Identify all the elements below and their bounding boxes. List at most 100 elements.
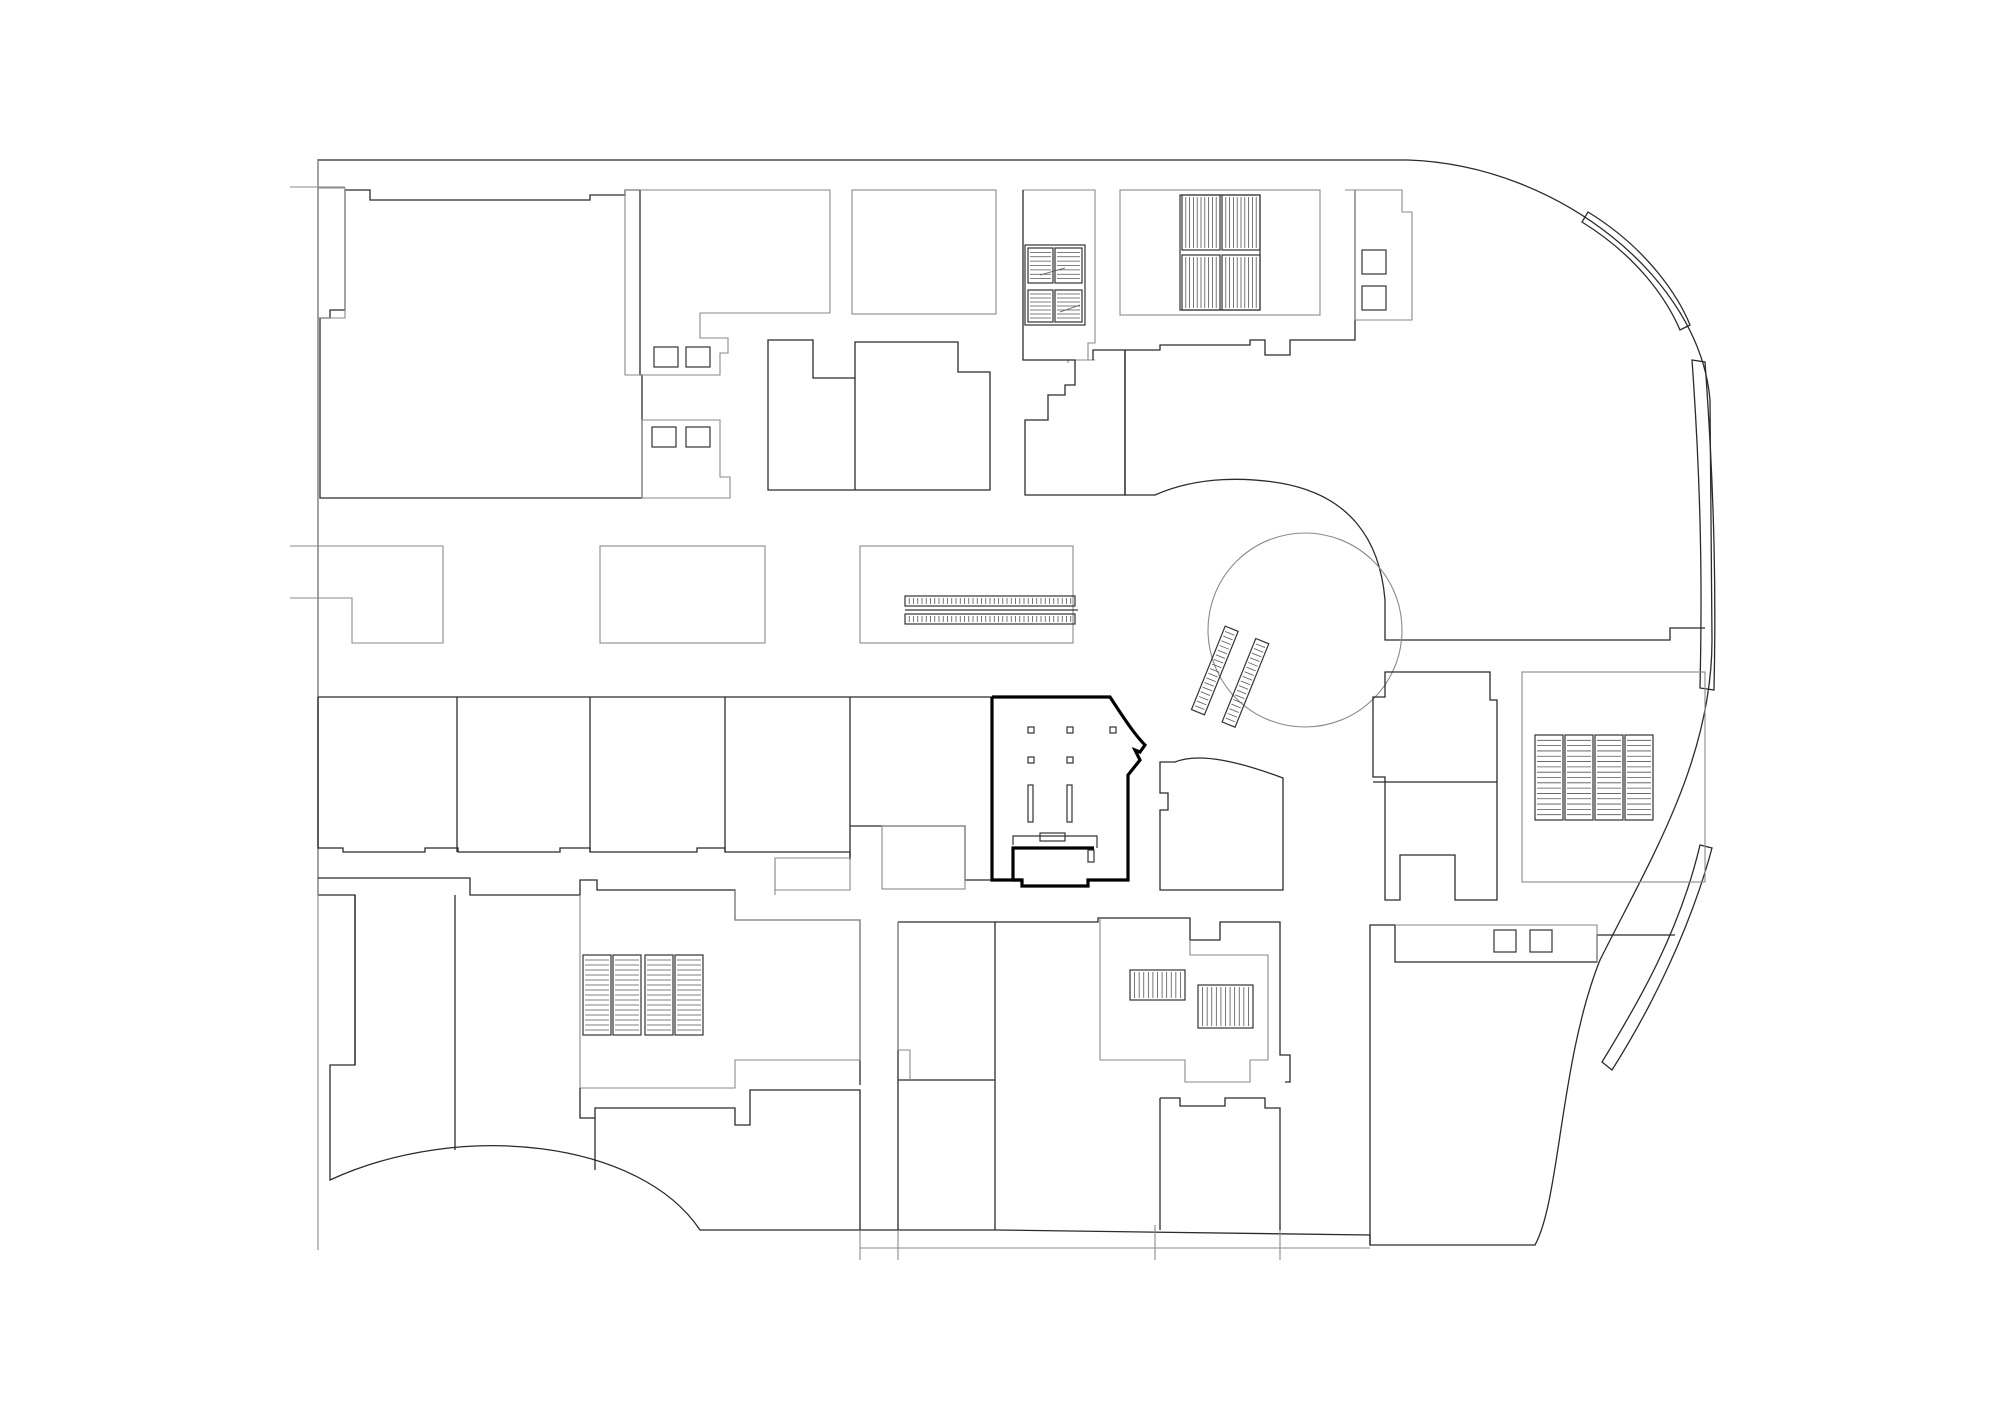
escalator xyxy=(1190,625,1270,728)
stair-tread xyxy=(1242,675,1253,681)
facade-fin xyxy=(1601,844,1713,1071)
stair-flight xyxy=(1564,734,1594,821)
service-core xyxy=(1395,924,1598,962)
stair-flight xyxy=(674,954,704,1036)
shop-unit xyxy=(318,187,346,319)
stair-tread xyxy=(1227,713,1238,718)
stair-core xyxy=(582,954,704,1036)
elevator xyxy=(685,346,711,368)
stair-tread xyxy=(1255,643,1266,649)
elevator xyxy=(685,426,711,448)
stair-flight xyxy=(1054,247,1083,284)
shop-unit xyxy=(995,917,1291,1083)
stair-tread xyxy=(1238,685,1249,690)
service-core xyxy=(897,922,911,1080)
storefront-detail xyxy=(1087,849,1095,863)
shop-unit xyxy=(774,857,851,891)
stair-flight xyxy=(1027,247,1054,284)
shop-unit xyxy=(850,825,992,881)
anchor-store-northwest xyxy=(319,189,643,499)
shop-unit xyxy=(1372,671,1498,901)
stair-core xyxy=(1129,969,1254,1029)
kiosk xyxy=(599,545,766,644)
stair-tread xyxy=(1225,717,1236,723)
stair-tread xyxy=(1206,677,1216,683)
elevator xyxy=(651,426,677,448)
stair-flight xyxy=(1624,734,1654,821)
service-core xyxy=(641,419,731,499)
stair-flight xyxy=(1129,969,1186,1001)
stair-tread xyxy=(1198,696,1209,701)
corridor-wall xyxy=(318,877,861,1085)
stair-tread xyxy=(1219,645,1229,650)
stair-tread xyxy=(1208,672,1218,678)
kiosk xyxy=(290,545,444,644)
shop-row-middle xyxy=(317,697,851,860)
elevator xyxy=(1361,285,1387,311)
stair-tread xyxy=(1244,671,1254,676)
stair-tread xyxy=(1253,648,1264,653)
column xyxy=(1109,726,1117,734)
stair-core xyxy=(1179,194,1261,311)
stair-tread xyxy=(1235,694,1245,700)
stair-tread xyxy=(1233,699,1243,704)
stair-core xyxy=(1534,734,1654,821)
stair-tread xyxy=(1211,663,1222,669)
counter xyxy=(1039,832,1066,842)
stair-flight xyxy=(1197,984,1254,1029)
shop-unit xyxy=(851,189,997,315)
stair-tread xyxy=(1251,652,1262,658)
stair-flight xyxy=(904,613,1076,625)
stair-tread xyxy=(1240,680,1251,686)
anchor-store-northeast xyxy=(1124,350,1705,641)
stair-tread xyxy=(1246,666,1256,672)
stair-tread xyxy=(1202,686,1213,692)
stair-tread xyxy=(1204,682,1214,687)
service-core xyxy=(579,890,861,1089)
stair-tread xyxy=(1221,640,1231,645)
storefront-detail xyxy=(1012,835,1098,848)
stair-flight xyxy=(1181,254,1221,311)
shop-unit xyxy=(767,339,991,491)
column xyxy=(1066,756,1074,764)
stair-flight xyxy=(1594,734,1624,821)
stair-tread xyxy=(1248,662,1258,667)
stair-flight xyxy=(1181,194,1221,251)
stair-flight xyxy=(644,954,674,1036)
escalator xyxy=(904,595,1078,625)
stair-tread xyxy=(1039,267,1066,276)
stair-tread xyxy=(1215,654,1226,659)
stair-flight xyxy=(1221,254,1261,311)
stair-tread xyxy=(1217,649,1228,655)
stair-tread xyxy=(1249,657,1260,662)
stair-core xyxy=(1024,244,1086,326)
stair-flight xyxy=(1221,637,1270,728)
stair-tread xyxy=(1059,304,1081,313)
highlighted-shop-unit xyxy=(992,695,1148,888)
stair-tread xyxy=(1210,668,1220,673)
shop-unit xyxy=(881,825,966,890)
stair-tread xyxy=(1225,631,1235,636)
stair-flight xyxy=(1027,289,1054,323)
stair-tread xyxy=(1229,708,1239,713)
rotunda-void xyxy=(1207,532,1403,728)
display-fixture xyxy=(1027,784,1034,823)
shop-unit xyxy=(897,921,996,1230)
stair-flight xyxy=(904,595,1076,607)
stair-flight xyxy=(1534,734,1564,821)
shop-unit xyxy=(1159,1097,1281,1230)
facade-fin xyxy=(1691,359,1716,691)
anchor-store-southeast xyxy=(1369,924,1675,1245)
shop-unit xyxy=(579,1088,861,1230)
elevator xyxy=(653,346,679,368)
stair-flight xyxy=(1221,194,1261,251)
column xyxy=(1027,756,1035,764)
stair-flight xyxy=(612,954,642,1036)
shop-unit xyxy=(1159,757,1284,891)
service-core xyxy=(1023,189,1096,363)
stair-tread xyxy=(1195,705,1205,710)
facade-fin xyxy=(1581,211,1691,331)
stair-flight xyxy=(582,954,612,1036)
stair-flight xyxy=(1054,289,1083,323)
